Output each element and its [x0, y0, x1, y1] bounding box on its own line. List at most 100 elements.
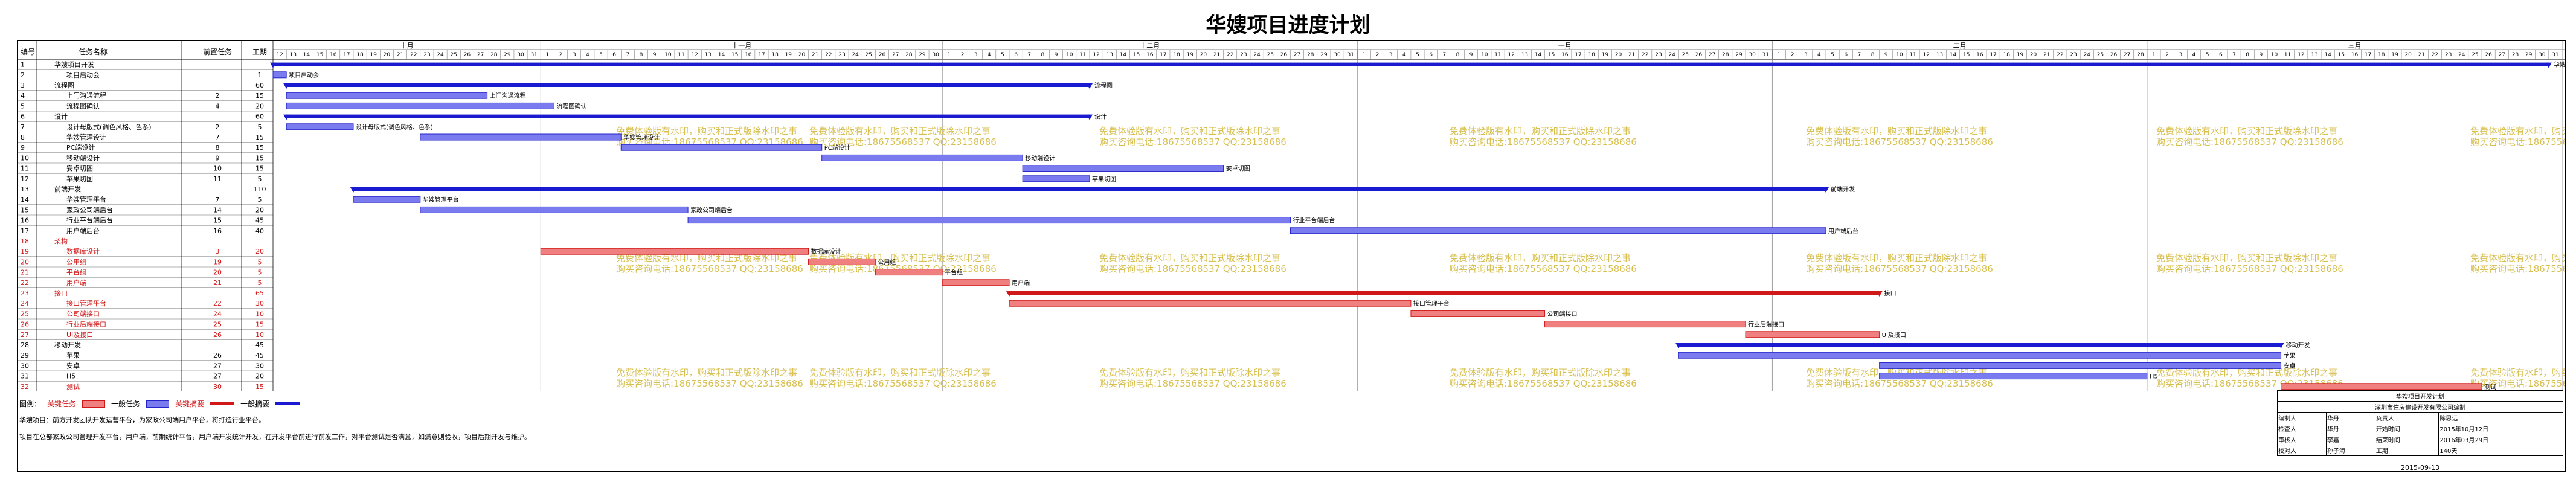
day-label: 16 [1561, 52, 1569, 58]
summary-start-cap [1675, 343, 1682, 348]
watermark-line-2: 购买咨询电话:18675568537 QQ:23158686 [1099, 263, 1286, 274]
task-id: 26 [21, 321, 29, 329]
task-id: 29 [21, 352, 29, 359]
legend-critical-task: 关键任务 [47, 400, 77, 408]
task-predecessor: 8 [216, 144, 220, 152]
day-label: 12 [691, 52, 698, 58]
month-label: 三月 [2348, 42, 2361, 50]
task-id: 13 [21, 185, 29, 193]
day-label: 4 [586, 52, 589, 58]
day-label: 4 [988, 52, 991, 58]
watermark-line-1: 免费体验版有水印，购买和正式版除水印之事 [2470, 367, 2565, 378]
title-block: 华嫂项目开发计划 深圳市住房建设开发有限公司编制 编制人 华丹 负责人 陈思远 … [2277, 390, 2563, 466]
day-label: 1 [947, 52, 951, 58]
day-label: 21 [2043, 52, 2050, 58]
task-name: 苹果切图 [66, 175, 93, 183]
day-label: 10 [1066, 52, 1073, 58]
day-label: 4 [1817, 52, 1821, 58]
task-id: 25 [21, 310, 29, 318]
watermark-line-1: 免费体验版有水印，购买和正式版除水印之事 [616, 367, 797, 378]
day-label: 19 [370, 52, 377, 58]
day-label: 16 [330, 52, 337, 58]
watermark-line-2: 购买咨询电话:18675568537 QQ:23158686 [2156, 137, 2343, 147]
task-duration: 15 [255, 165, 264, 173]
legend-note-1: 华嫂项目：前方开发团队开发运营平台，为家政公司端用户平台，将打造行业平台。 [19, 416, 265, 424]
day-label: 5 [599, 52, 603, 58]
day-label: 25 [450, 52, 457, 58]
task-id: 23 [21, 289, 29, 297]
day-label: 30 [1334, 52, 1341, 58]
label-start: 开始时间 [2374, 423, 2439, 434]
task-name: 行业平台端后台 [66, 216, 113, 225]
task-bar-label: 数据库设计 [811, 248, 841, 255]
watermark-line-1: 免费体验版有水印，购买和正式版除水印之事 [2156, 126, 2337, 137]
day-label: 14 [718, 52, 725, 58]
task-predecessor: 30 [213, 383, 222, 391]
task-predecessor: 14 [213, 206, 222, 214]
day-label: 9 [653, 52, 657, 58]
header-name: 任务名称 [79, 47, 108, 56]
day-label: 21 [1213, 52, 1220, 58]
task-predecessor: 4 [216, 102, 220, 110]
task-bar [1745, 331, 1880, 338]
legend-critical-swatch [82, 400, 106, 408]
task-duration: 30 [255, 362, 264, 370]
day-label: 16 [1976, 52, 1983, 58]
task-name: 用户端 [66, 278, 86, 287]
task-bar-label: 上门沟通流程 [490, 92, 526, 100]
day-label: 5 [2206, 52, 2209, 58]
day-label: 17 [343, 52, 350, 58]
task-id: 10 [21, 154, 29, 162]
task-name: 公用组 [66, 257, 86, 266]
day-label: 1 [2152, 52, 2156, 58]
task-bar [1678, 352, 2282, 359]
day-label: 5 [1831, 52, 1834, 58]
day-label: 29 [919, 52, 926, 58]
day-label: 31 [530, 52, 537, 58]
day-label: 15 [2338, 52, 2345, 58]
task-name: 数据库设计 [66, 247, 100, 255]
task-name: 行业后端接口 [66, 321, 106, 329]
task-bar [1544, 321, 1746, 328]
task-bar [1290, 227, 1826, 234]
task-bar [821, 154, 1023, 161]
watermark-line-1: 免费体验版有水印，购买和正式版除水印之事 [616, 252, 797, 263]
day-label: 14 [1120, 52, 1127, 58]
watermark-line-2: 购买咨询电话:18675568537 QQ:23158686 [2470, 137, 2565, 147]
day-label: 1 [1778, 52, 1781, 58]
summary-bar [1009, 291, 1880, 295]
watermark-line-1: 免费体验版有水印，购买和正式版除水印之事 [1806, 252, 1987, 263]
watermark-line-1: 免费体验版有水印，购买和正式版除水印之事 [2156, 367, 2337, 378]
task-bar-label: 家政公司端后台 [690, 206, 733, 214]
day-label: 16 [1146, 52, 1154, 58]
task-id: 18 [21, 237, 29, 245]
task-predecessor: 22 [213, 300, 222, 307]
task-name: 华嫂管理平台 [66, 195, 106, 204]
task-id: 14 [21, 196, 29, 204]
watermark-line-1: 免费体验版有水印，购买和正式版除水印之事 [1806, 126, 1987, 137]
summary-end-cap [1086, 114, 1093, 120]
task-bar [1022, 175, 1090, 182]
day-label: 25 [1267, 52, 1273, 58]
summary-start-cap [283, 114, 290, 120]
day-label: 28 [2137, 52, 2144, 58]
day-label: 28 [1722, 52, 1729, 58]
day-label: 19 [1186, 52, 1193, 58]
day-label: 18 [356, 52, 364, 58]
task-id: 3 [21, 82, 25, 89]
watermark-line-1: 免费体验版有水印，购买和正式版除水印之事 [1450, 367, 1631, 378]
month-label: 十一月 [731, 41, 751, 50]
summary-start-cap [1006, 291, 1013, 297]
task-id: 4 [21, 92, 25, 100]
task-id: 28 [21, 341, 29, 349]
watermark-line-2: 购买咨询电话:18675568537 QQ:23158686 [2470, 263, 2565, 274]
summary-bar-label: 流程图 [1094, 82, 1113, 89]
day-label: 12 [2298, 52, 2304, 58]
task-name: 安卓 [66, 361, 80, 370]
watermark-line-2: 购买咨询电话:18675568537 QQ:23158686 [1099, 378, 1286, 389]
day-label: 3 [974, 52, 978, 58]
task-duration: 20 [255, 373, 264, 381]
summary-bar-label: 设计 [1094, 113, 1107, 121]
task-name: 华嫂管理设计 [66, 133, 106, 141]
day-label: 13 [2311, 52, 2317, 58]
